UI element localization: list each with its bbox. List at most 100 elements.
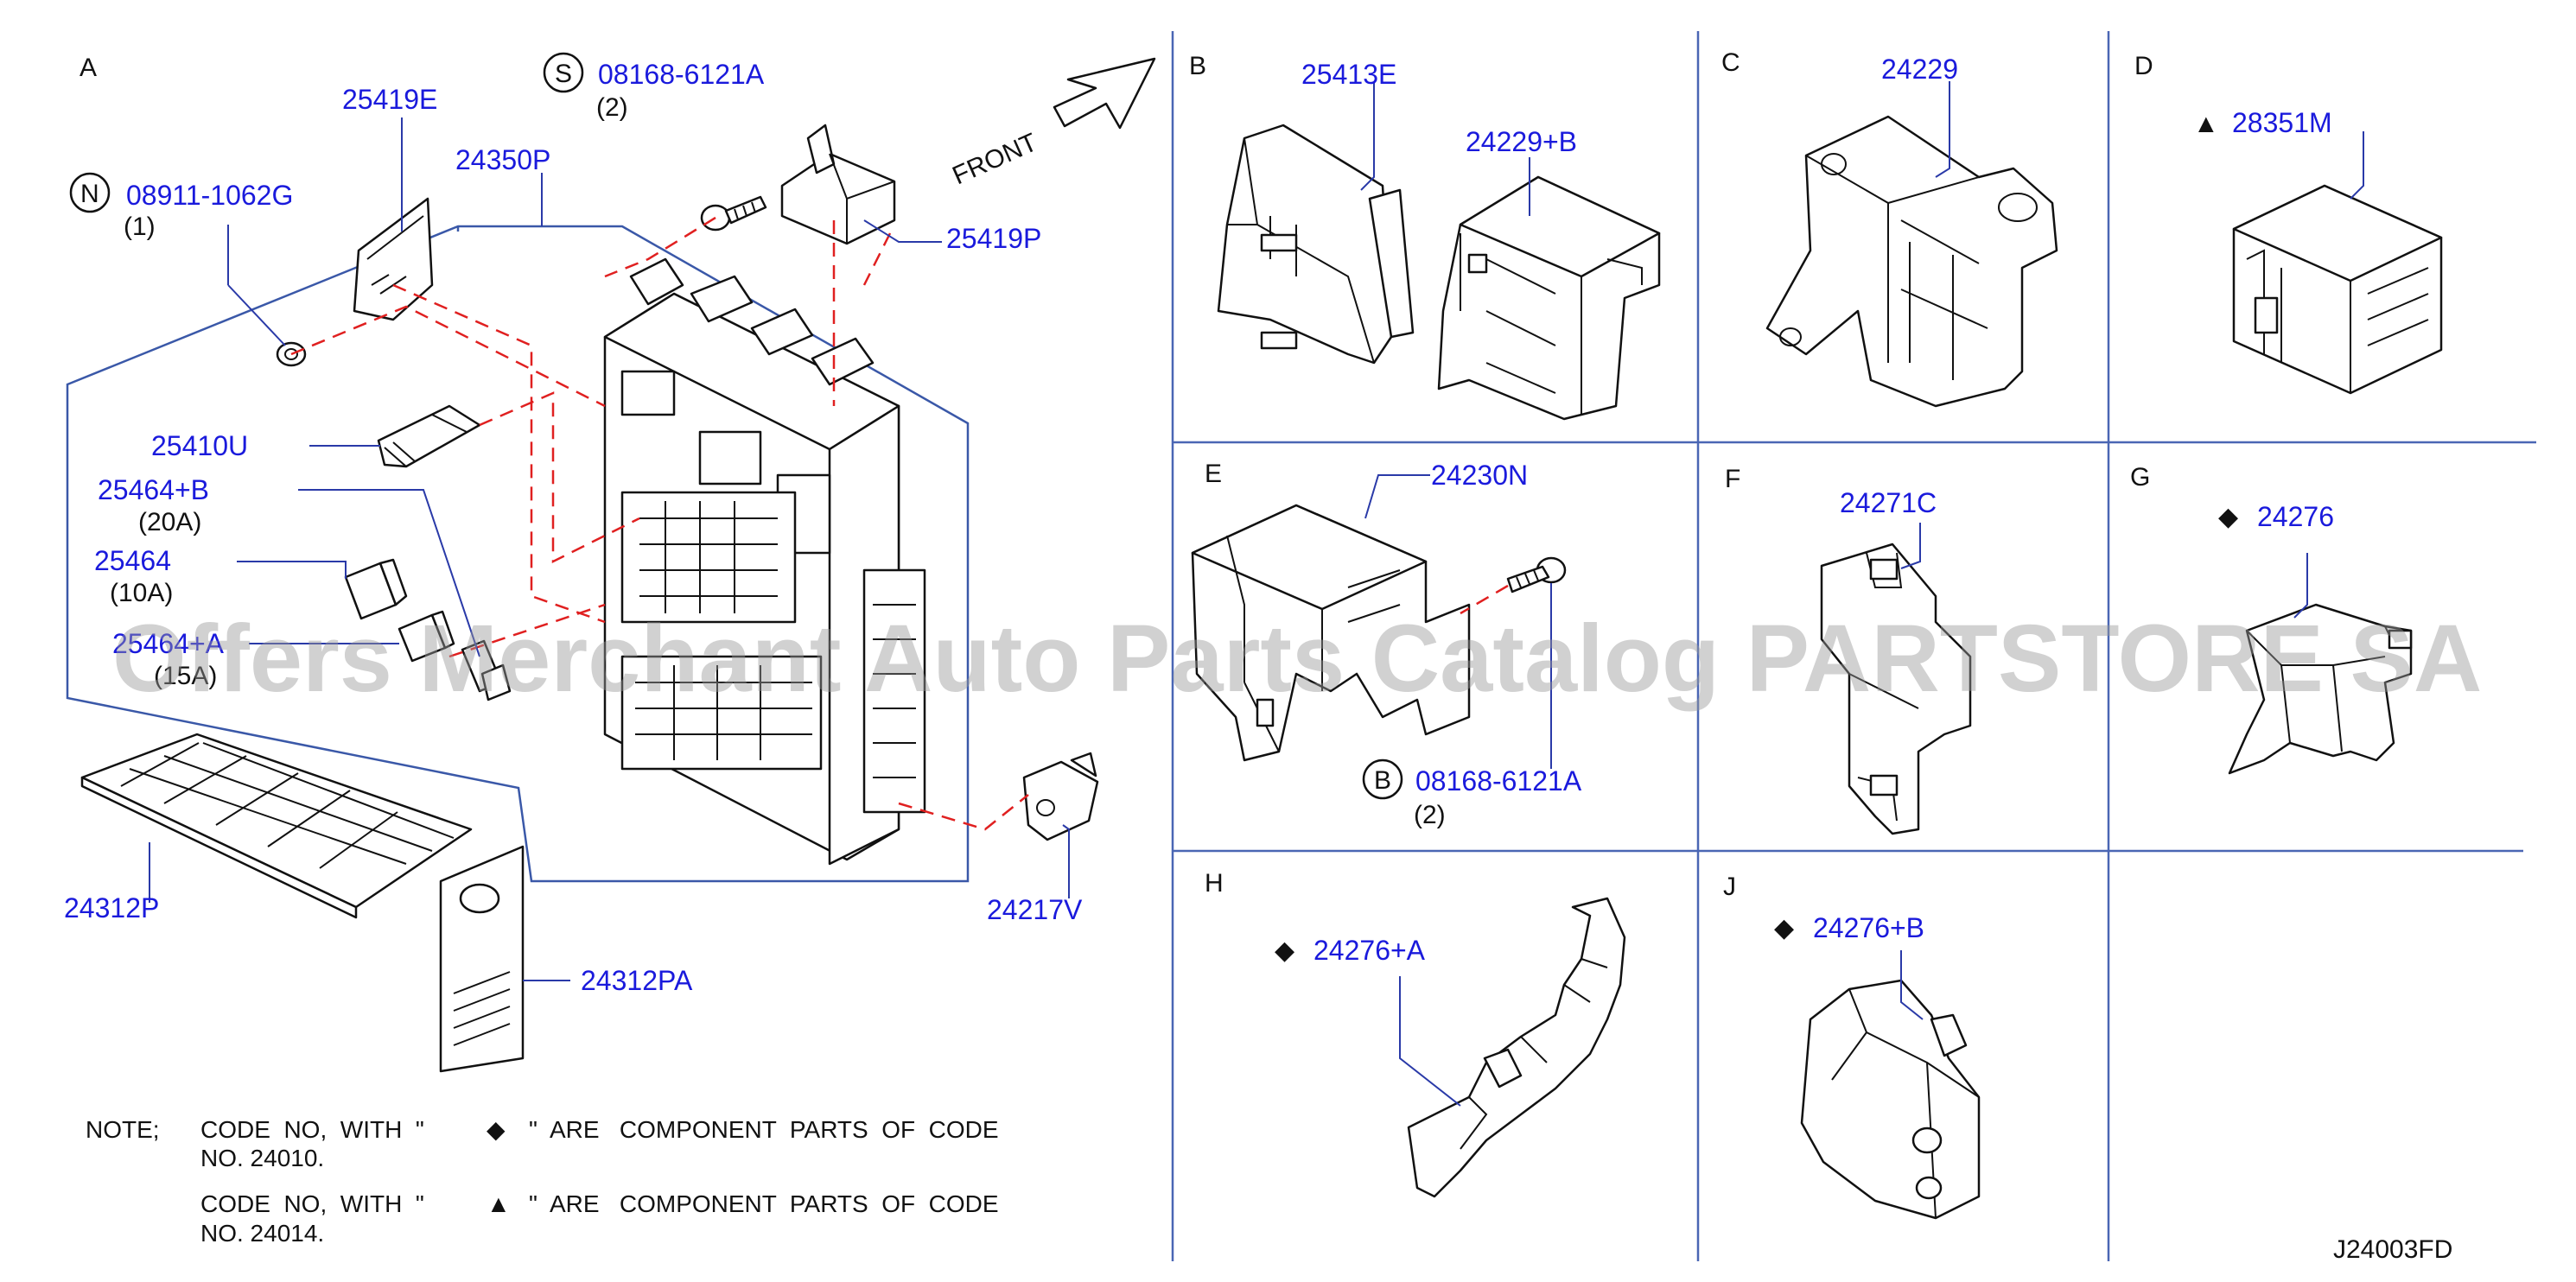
section-letters: A B C D E F G H J bbox=[80, 48, 2153, 901]
label-24230n: 24230N bbox=[1431, 460, 1528, 491]
section-g: ◆ 24276 bbox=[2218, 501, 2413, 775]
section-label-j: J bbox=[1723, 873, 1736, 901]
qty-08911: (1) bbox=[124, 213, 156, 241]
note-line2-symbol: ▲ bbox=[487, 1190, 511, 1217]
footnotes: NOTE; CODE NO, WITH " ◆ " ARE COMPONENT … bbox=[86, 1116, 999, 1247]
label-24312p: 24312P bbox=[64, 892, 159, 923]
label-24350p: 24350P bbox=[455, 144, 550, 175]
section-a: FRONT bbox=[64, 52, 1156, 1073]
note-line2-code: NO. 24014. bbox=[200, 1220, 324, 1247]
label-28351m: 28351M bbox=[2232, 107, 2332, 138]
note-line1-code: NO. 24010. bbox=[200, 1145, 324, 1171]
label-25410u: 25410U bbox=[151, 430, 248, 461]
circle-s-letter: S bbox=[555, 60, 572, 88]
section-label-a: A bbox=[80, 54, 97, 82]
leader-24276b bbox=[1900, 950, 1924, 1020]
label-24271c: 24271C bbox=[1840, 487, 1937, 518]
triangle-symbol-28351m: ▲ bbox=[2193, 110, 2219, 138]
label-24276b: 24276+B bbox=[1813, 912, 1924, 943]
circle-n-letter: N bbox=[80, 180, 99, 208]
relay-bracket-24229b-drawing bbox=[1437, 175, 1661, 421]
section-grid bbox=[1171, 31, 2536, 1261]
label-08911-1062g: 08911-1062G bbox=[126, 180, 293, 211]
section-d: ▲ 28351M bbox=[2193, 107, 2443, 395]
leader-24276a bbox=[1399, 976, 1461, 1107]
bracket-24230n-drawing bbox=[1191, 504, 1471, 762]
label-25464a: 25464+A bbox=[112, 628, 225, 659]
clip-24276a-drawing bbox=[1407, 897, 1626, 1198]
amp-25464a: (15A) bbox=[154, 662, 217, 690]
circle-b-icon bbox=[1362, 758, 1403, 800]
section-j: ◆ 24276+B bbox=[1774, 912, 1981, 1220]
bracket-24229-drawing bbox=[1765, 115, 2058, 408]
label-08168-6121a-b: 08168-6121A bbox=[1415, 765, 1582, 796]
circle-b-letter: B bbox=[1374, 766, 1391, 795]
note-line1-end: " ARE COMPONENT PARTS OF CODE bbox=[529, 1116, 999, 1143]
leader-24229 bbox=[1935, 81, 1950, 178]
qty-08168-s: (2) bbox=[596, 93, 628, 122]
note-line2-end: " ARE COMPONENT PARTS OF CODE bbox=[529, 1190, 999, 1217]
section-c: 24229 bbox=[1765, 54, 2058, 408]
section-label-b: B bbox=[1189, 52, 1206, 80]
fuse-puller-25410u-drawing bbox=[377, 404, 481, 468]
leader-24230n bbox=[1364, 474, 1430, 519]
amp-25464: (10A) bbox=[110, 579, 173, 607]
clip-24276-drawing bbox=[2228, 603, 2413, 775]
circle-n-icon bbox=[69, 172, 111, 213]
note-line2-start: CODE NO, WITH " bbox=[200, 1190, 424, 1217]
section-h: ◆ 24276+A bbox=[1275, 897, 1626, 1198]
label-25413e: 25413E bbox=[1301, 59, 1396, 90]
section-label-e: E bbox=[1205, 460, 1222, 488]
amp-25464b: (20A) bbox=[138, 508, 201, 536]
diamond-symbol-24276: ◆ bbox=[2218, 503, 2238, 531]
leader-lines-a bbox=[149, 117, 1070, 981]
label-25419p: 25419P bbox=[946, 223, 1041, 254]
bracket-24271c-drawing bbox=[1820, 543, 1972, 835]
front-label: FRONT bbox=[948, 128, 1041, 190]
label-24276: 24276 bbox=[2257, 501, 2334, 532]
clip-24217v-drawing bbox=[1022, 752, 1099, 841]
install-lines bbox=[290, 216, 1029, 831]
clip-24276b-drawing bbox=[1800, 979, 1981, 1220]
label-08168-6121a-s: 08168-6121A bbox=[598, 59, 765, 90]
fuse-25464-drawing bbox=[344, 558, 408, 620]
leader-24271c bbox=[1900, 523, 1921, 569]
leader-28351m bbox=[2350, 131, 2364, 200]
note-line1-symbol: ◆ bbox=[487, 1116, 506, 1143]
label-card-24312pa-drawing bbox=[439, 845, 525, 1073]
fuse-box-drawing bbox=[603, 257, 926, 866]
diamond-symbol-24276a: ◆ bbox=[1275, 936, 1294, 965]
watermark-text: Offers Merchant Auto Parts Catalog PARTS… bbox=[112, 606, 2482, 712]
label-24312pa: 24312PA bbox=[581, 965, 693, 996]
label-25464b: 25464+B bbox=[98, 474, 209, 505]
note-line1-start: CODE NO, WITH " bbox=[200, 1116, 424, 1143]
section-label-g: G bbox=[2130, 463, 2150, 492]
fuse-25464b-drawing bbox=[461, 639, 512, 701]
label-24229: 24229 bbox=[1881, 54, 1958, 85]
label-25464: 25464 bbox=[94, 545, 171, 576]
bolt-08168-s-drawing bbox=[700, 195, 767, 232]
leader-25413e bbox=[1360, 82, 1375, 191]
fuse-25464a-drawing bbox=[398, 610, 455, 663]
label-24276a: 24276+A bbox=[1313, 935, 1426, 966]
circle-s-icon bbox=[543, 52, 584, 93]
label-24229b: 24229+B bbox=[1466, 126, 1577, 157]
section-label-c: C bbox=[1721, 48, 1740, 77]
leader-24276 bbox=[2293, 553, 2308, 619]
bracket-25419p-drawing bbox=[780, 124, 896, 245]
section-label-h: H bbox=[1205, 869, 1224, 898]
section-label-f: F bbox=[1725, 465, 1740, 493]
relay-bracket-25413e-drawing bbox=[1217, 124, 1415, 365]
diamond-symbol-24276b: ◆ bbox=[1774, 914, 1794, 942]
diagram-code: J24003FD bbox=[2333, 1235, 2452, 1264]
label-25419e: 25419E bbox=[342, 84, 437, 115]
qty-08168-b: (2) bbox=[1414, 801, 1446, 829]
bracket-25419e-drawing bbox=[353, 197, 434, 321]
section-f: 24271C bbox=[1820, 487, 1972, 835]
relay-block-28351m-drawing bbox=[2232, 184, 2443, 395]
install-line-e bbox=[1460, 584, 1509, 615]
label-sheet-24312p-drawing bbox=[80, 733, 473, 919]
section-b: 25413E 24229+B bbox=[1217, 59, 1661, 421]
section-e: 24230N B 08168-6121A (2) bbox=[1191, 460, 1582, 829]
